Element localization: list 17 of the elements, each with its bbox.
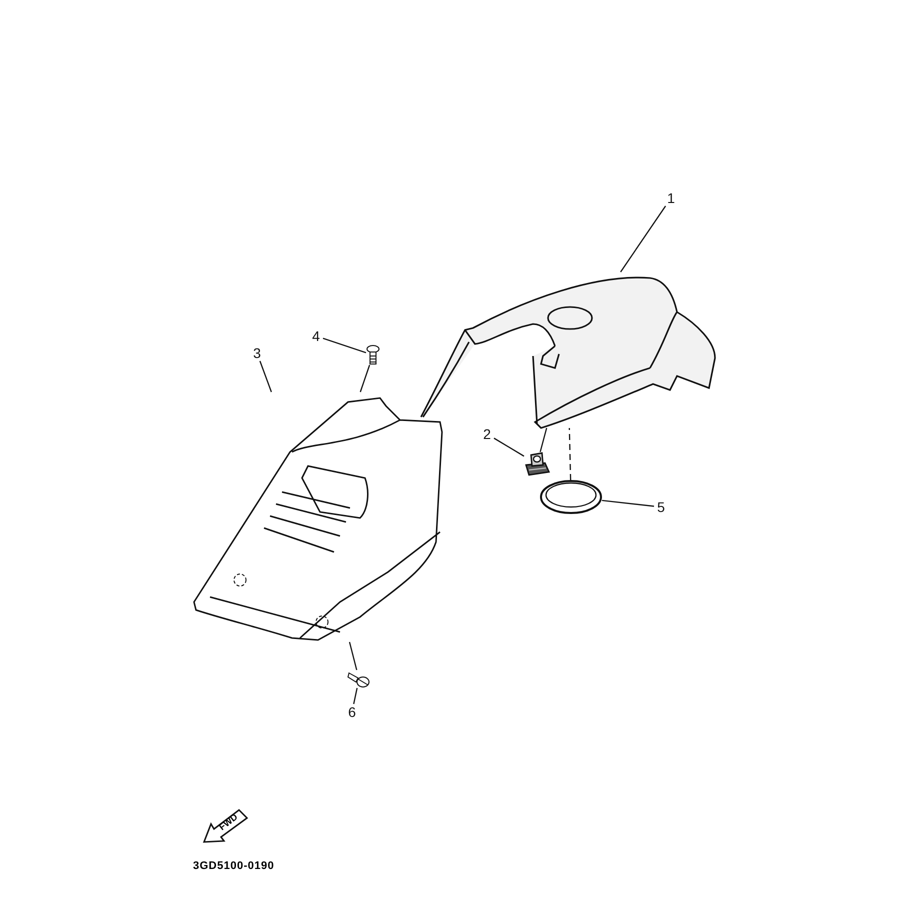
assembly-line [540, 428, 548, 452]
leader-line [494, 438, 524, 457]
callout-number: 3 [250, 345, 264, 361]
assembly-line [360, 364, 370, 392]
leader-line [620, 206, 666, 272]
leader-line [602, 500, 654, 507]
assembly-line [348, 642, 358, 670]
leader-line [322, 338, 366, 354]
callout-number: 1 [664, 190, 678, 206]
leader-line [259, 360, 272, 392]
callout-number: 4 [309, 328, 323, 344]
callout-number: 6 [345, 704, 359, 720]
callout-number: 2 [480, 426, 494, 442]
part-number: 3GD5100-0190 [193, 860, 274, 872]
assembly-line [568, 428, 572, 480]
leader-line [353, 688, 358, 704]
callout-number: 5 [654, 499, 668, 515]
